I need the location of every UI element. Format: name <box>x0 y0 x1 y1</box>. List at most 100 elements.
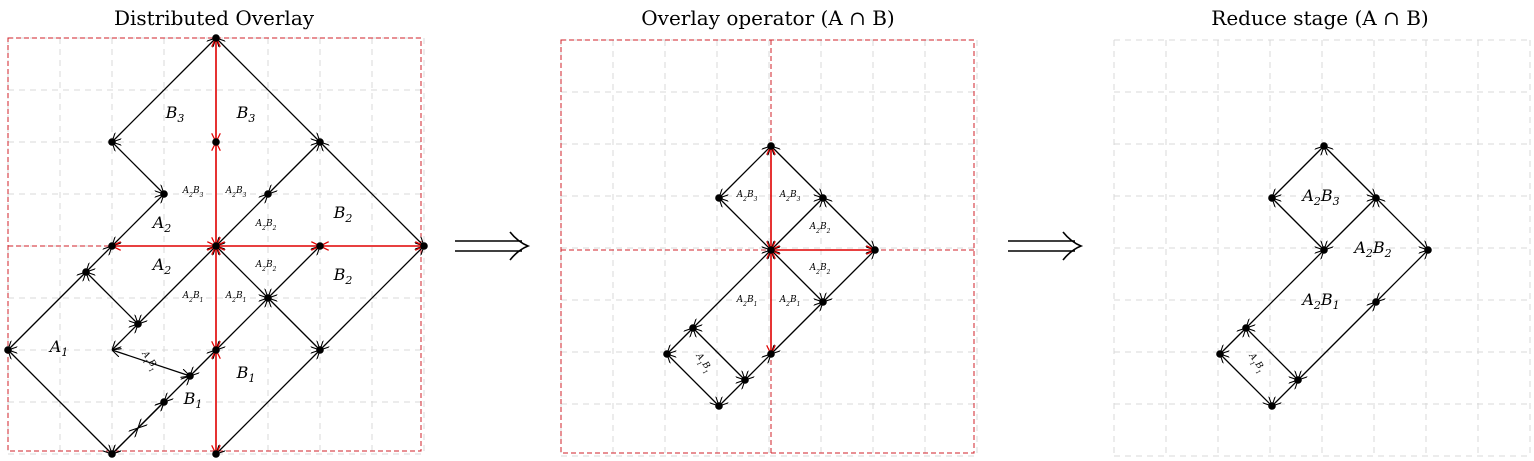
vertex <box>4 346 12 354</box>
edge <box>1324 146 1376 198</box>
edge <box>268 298 320 350</box>
vertex <box>1372 298 1380 306</box>
region-label-b2: B2 <box>333 203 353 225</box>
vertex <box>264 294 272 302</box>
edge <box>86 246 112 272</box>
cell-label-a2b3: A2B3 <box>779 190 801 203</box>
vertex <box>1268 194 1276 202</box>
edge <box>1324 198 1376 250</box>
vertex <box>871 246 879 254</box>
edge <box>1220 354 1272 406</box>
vertex <box>316 242 324 250</box>
edge <box>1246 328 1298 380</box>
edge <box>1220 328 1246 354</box>
edge <box>320 142 424 246</box>
vertex <box>767 350 775 358</box>
vertex <box>316 138 324 146</box>
cell-label-a2b3: A2B3 <box>736 190 758 203</box>
implies-arrow-2 <box>1008 231 1084 261</box>
region-label-b1: B1 <box>236 363 256 385</box>
vertex <box>1320 246 1328 254</box>
panel-3-title: Reduce stage (A ∩ B) <box>1211 6 1428 30</box>
edge <box>190 350 216 376</box>
region-label-a2b2: A2B2 <box>1352 238 1391 260</box>
region-label-b3: B3 <box>236 103 256 125</box>
edge <box>112 350 190 376</box>
cell-label-a2b2: A2B2 <box>255 219 277 232</box>
vertex <box>819 298 827 306</box>
vertex <box>108 242 116 250</box>
cell-label-a2b1: A2B1 <box>225 291 247 304</box>
region-label-b3: B3 <box>165 103 185 125</box>
vertex <box>1294 376 1302 384</box>
cell-label-a2b2: A2B2 <box>255 260 277 273</box>
cell-label-a2b1: A2B1 <box>736 295 758 308</box>
edge <box>1376 250 1428 302</box>
vertex <box>715 194 723 202</box>
edge <box>1272 146 1324 198</box>
vertex <box>689 324 697 332</box>
region-label-a2b3: A2B3 <box>1300 186 1339 208</box>
edge <box>164 376 190 402</box>
cell-label-a2b1: A2B1 <box>182 291 204 304</box>
vertex <box>82 268 90 276</box>
cell-label-a1b1: A1B1 <box>137 349 160 374</box>
edge <box>112 142 164 194</box>
cell-label-a2b2: A2B2 <box>809 222 831 235</box>
edge <box>823 198 875 250</box>
edge <box>138 246 216 324</box>
vertex <box>663 350 671 358</box>
panel-1-title: Distributed Overlay <box>114 6 315 30</box>
edge <box>268 246 320 298</box>
edge <box>216 246 268 298</box>
vertex <box>1216 350 1224 358</box>
region-label-a2b1: A2B1 <box>1300 290 1339 312</box>
vertex <box>420 242 428 250</box>
region-label-a2: A2 <box>151 213 172 235</box>
edge <box>86 272 138 324</box>
vertex <box>108 138 116 146</box>
cell-label-a2b2: A2B2 <box>809 263 831 276</box>
vertex <box>1320 142 1328 150</box>
vertex <box>160 190 168 198</box>
vertex <box>741 376 749 384</box>
edge <box>667 354 719 406</box>
region-label-b2: B2 <box>333 265 353 287</box>
edge <box>667 328 693 354</box>
vertex <box>264 190 272 198</box>
edge <box>719 380 745 406</box>
vertex <box>160 398 168 406</box>
edge <box>771 146 823 198</box>
vertex <box>212 346 220 354</box>
vertex <box>316 346 324 354</box>
vertex <box>1424 246 1432 254</box>
edge <box>112 194 164 246</box>
vertex <box>212 138 220 146</box>
vertex <box>212 242 220 250</box>
edge <box>112 324 138 350</box>
edge <box>719 146 771 198</box>
region-label-a2: A2 <box>151 255 172 277</box>
vertex <box>212 450 220 458</box>
edge <box>719 198 771 250</box>
cell-label-a1b1: A1B1 <box>691 351 714 376</box>
panel-3-grid <box>1113 39 1531 457</box>
edge <box>771 302 823 354</box>
vertex <box>1242 324 1250 332</box>
region-label-a1: A1 <box>48 337 69 359</box>
edge <box>216 350 320 454</box>
edge <box>216 38 320 142</box>
edge <box>320 246 424 350</box>
edge <box>1246 250 1324 328</box>
cell-label-a2b3: A2B3 <box>225 186 247 199</box>
edge <box>823 250 875 302</box>
cell-label-a2b3: A2B3 <box>182 186 204 199</box>
vertex <box>715 402 723 410</box>
edge <box>216 194 268 246</box>
vertex <box>1372 194 1380 202</box>
region-label-b1: B1 <box>183 389 203 411</box>
